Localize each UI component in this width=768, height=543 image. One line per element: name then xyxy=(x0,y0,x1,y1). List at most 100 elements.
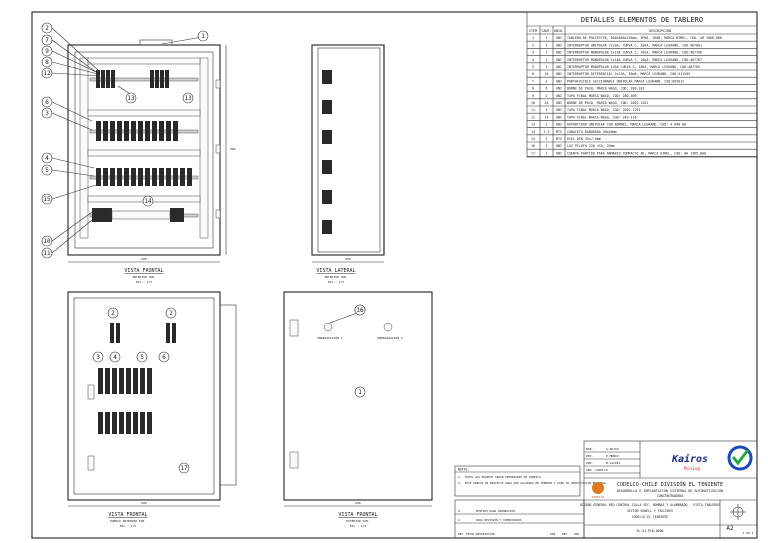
notes-title: NOTAS: xyxy=(458,468,470,472)
svg-text:15: 15 xyxy=(43,196,51,203)
breaker xyxy=(124,121,129,141)
callout-6: 6 xyxy=(41,96,93,122)
breaker xyxy=(138,121,143,141)
notes-box: NOTAS: 1.- TODOS LOS EQUIPOS SERÁN ENTRE… xyxy=(454,465,608,497)
callout-2: 2 xyxy=(41,22,99,71)
breaker xyxy=(152,121,157,141)
notes-line-1: 1.- TODOS LOS EQUIPOS SERÁN ENTREGADOS E… xyxy=(458,474,543,479)
breaker xyxy=(166,168,171,186)
table-cell: UNI xyxy=(556,58,562,62)
sheet-frame xyxy=(31,11,758,539)
callout-14: 14 xyxy=(142,195,154,207)
callout-15: 15 xyxy=(41,184,97,205)
table-cell: 2 xyxy=(546,43,548,47)
table-cell: 7 xyxy=(532,79,534,83)
callout-13: 13 xyxy=(182,92,194,104)
project-name-2: CONCENTRADORA xyxy=(657,494,684,498)
table-cell: RIEL DIN 35x7.5mm xyxy=(567,137,601,141)
svg-text:600: 600 xyxy=(141,501,147,505)
table-cell: 2 xyxy=(546,94,548,98)
brand-logo-check xyxy=(731,449,750,466)
breaker xyxy=(119,368,124,394)
company-name: CODELCO-CHILE DIVISIÓN EL TENIENTE xyxy=(617,481,723,488)
table-cell: 8 xyxy=(532,87,534,91)
table-cell: LUZ PILOTO 220 VCA, 22mm xyxy=(567,144,615,148)
svg-text:3: 3 xyxy=(96,354,100,361)
svg-text:600: 600 xyxy=(355,501,361,505)
table-cell: UNI xyxy=(556,94,562,98)
plan-number: EL-01-PLN-0006 xyxy=(637,529,664,533)
callout-9: 9 xyxy=(41,45,97,73)
breaker xyxy=(112,368,117,394)
breaker xyxy=(96,70,100,88)
callout-16: 16 xyxy=(354,304,366,316)
table-cell: 1 xyxy=(546,36,548,40)
table-cell: INTERRUPTOR DIFERENCIAL 2x25A, 30mA, MAR… xyxy=(567,72,690,76)
breaker xyxy=(106,70,110,88)
table-cell: 2 xyxy=(546,137,548,141)
rev-header: FECHA xyxy=(466,532,475,536)
table-cell: UNI xyxy=(556,36,562,40)
sheet-size: A2 xyxy=(726,525,734,532)
breaker xyxy=(111,70,115,88)
breaker xyxy=(173,121,178,141)
breaker xyxy=(105,412,110,434)
svg-text:13: 13 xyxy=(184,95,192,102)
components-table: DETALLES ELEMENTOS DE TABLERO ITEM CANT.… xyxy=(526,11,758,158)
breaker xyxy=(147,412,152,434)
pilot-label-1: ENERGIZACIÓN 1 xyxy=(317,335,342,340)
view3-title: VISTA FRONTAL xyxy=(108,512,147,518)
col-header-cant: CANT. xyxy=(542,29,552,33)
svg-text:16: 16 xyxy=(356,307,364,314)
breaker xyxy=(133,368,138,394)
table-cell: 3 xyxy=(546,108,548,112)
view4-title: VISTA FRONTAL xyxy=(338,512,377,518)
drawing-title-3: CODELCO EL TENIENTE xyxy=(632,515,669,519)
table-cell: UNI xyxy=(556,87,562,91)
sign-name: M.VALDÉS xyxy=(606,460,621,465)
table-cell: 10 xyxy=(545,72,549,76)
view-lateral-interior: 250 xyxy=(311,44,385,263)
svg-text:6: 6 xyxy=(45,99,49,106)
breaker xyxy=(145,121,150,141)
breaker xyxy=(96,121,101,141)
table-cell: INTERRUPTOR MONOPOLAR 1x6A CURVA C, 10kA… xyxy=(567,65,700,69)
table-cell: 5 xyxy=(532,65,534,69)
breaker xyxy=(159,168,164,186)
drawing-title-2: SECTOR SEWELL Y TALLERES xyxy=(627,509,673,513)
view1-sub1: INTERIOR TAB. xyxy=(132,275,156,279)
pilot-label-2: ENERGIZACIÓN 2 xyxy=(377,335,402,340)
table-cell: UNI xyxy=(556,51,562,55)
breaker xyxy=(126,412,131,434)
callout-2: 2 xyxy=(107,307,119,319)
lateral-device xyxy=(322,70,332,84)
table-cell: TAPA FINAL MARCA WAGO, COD: 2002-1291 xyxy=(567,108,640,112)
rev-header: DESCRIPCIÓN xyxy=(476,531,495,536)
codelco-logo xyxy=(592,482,604,494)
col-header-unid: UNID. xyxy=(554,29,564,33)
codelco-logo-text: CODELCO xyxy=(592,495,605,499)
view3-sub1: PUERTA INTERIOR TAB. xyxy=(110,519,146,523)
table-cell: 1 xyxy=(546,151,548,155)
sheet-number: 1 DE 1 xyxy=(743,531,754,535)
svg-text:12: 12 xyxy=(43,70,51,77)
callout-5: 5 xyxy=(136,351,148,363)
svg-text:2: 2 xyxy=(45,25,49,32)
rev-header: DIB xyxy=(550,532,555,536)
breaker xyxy=(145,168,150,186)
table-cell: 9 xyxy=(532,94,534,98)
rev-header: REV xyxy=(458,532,463,536)
view4-sub2: ESC.: 1/5 xyxy=(350,524,366,528)
table-cell: 14 xyxy=(545,115,549,119)
table-cell: 17 xyxy=(531,151,535,155)
table-cell: CANALETA RANURADA 40x40mm xyxy=(567,130,617,134)
rev-desc: PARA REVISIÓN Y COMENTARIOS xyxy=(476,517,522,522)
view4-sub1: EXTERIOR TAB. xyxy=(346,519,370,523)
sign-name: G.ROJAS xyxy=(606,447,619,451)
view-exterior: 600 xyxy=(283,291,433,507)
table-cell: TABLERO DE POLIESTER, 600x800x250mm, IP6… xyxy=(567,36,722,40)
breaker xyxy=(140,412,145,434)
table-cell: UNI xyxy=(556,123,562,127)
